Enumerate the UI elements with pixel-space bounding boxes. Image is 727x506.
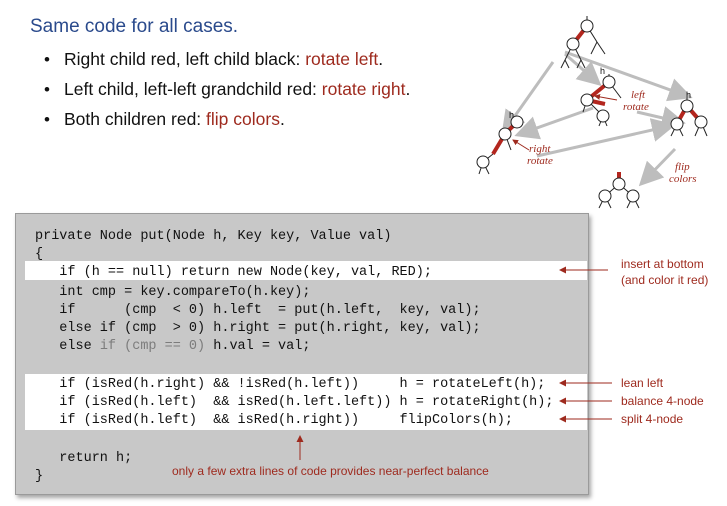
- h-label-left: h: [509, 110, 514, 120]
- bullet-rotate-right: •Left child, left-left grandchild red: r…: [44, 79, 411, 99]
- bullet-flip-colors: •Both children red: flip colors.: [44, 109, 285, 129]
- h-label-right: h: [686, 90, 691, 100]
- tree-left-leaning: [580, 74, 622, 127]
- code-line-1: private Node put(Node h, Key key, Value …: [35, 229, 392, 244]
- right-rotate-label-2: rotate: [527, 155, 553, 167]
- tree-both-red: [670, 98, 708, 137]
- flip-colors-label-2: colors: [669, 173, 697, 185]
- note-lean-left: lean left: [621, 376, 664, 390]
- case-list: •Right child red, left child black: rota…: [42, 46, 410, 136]
- bullet-rotate-left: •Right child red, left child black: rota…: [44, 49, 384, 69]
- code-line-lean-left: if (isRed(h.right) && !isRed(h.left)) h …: [35, 377, 546, 392]
- code-line-close: }: [35, 469, 44, 484]
- code-line-split: if (isRed(h.left) && isRed(h.right)) fli…: [35, 413, 513, 428]
- left-rotate-label-1: left: [631, 89, 646, 101]
- flip-colors-label-1: flip: [675, 161, 690, 173]
- code-line-7: else if (cmp == 0) h.val = val;: [35, 339, 311, 354]
- code-line-5: if (cmp < 0) h.left = put(h.left, key, v…: [35, 303, 481, 318]
- tree-two-red-left: [476, 115, 524, 175]
- h-label-middle: h: [600, 66, 605, 76]
- note-footer: only a few extra lines of code provides …: [172, 464, 489, 478]
- tree-right-leaning: [560, 16, 606, 69]
- highlight-balance: [25, 374, 587, 430]
- code-line-2: {: [35, 247, 44, 262]
- note-color-red: (and color it red): [621, 273, 709, 287]
- note-balance-4-node: balance 4-node: [621, 394, 704, 408]
- code-line-4: int cmp = key.compareTo(h.key);: [35, 285, 311, 300]
- code-line-balance: if (isRed(h.left) && isRed(h.left.left))…: [35, 395, 554, 410]
- note-insert-bottom: insert at bottom: [621, 257, 704, 271]
- code-panel: [15, 213, 589, 495]
- tree-flipped: [598, 172, 640, 209]
- note-split-4-node: split 4-node: [621, 412, 684, 426]
- left-rotate-label-2: rotate: [623, 101, 649, 113]
- highlight-insert: [25, 261, 587, 280]
- slide-title: Same code for all cases.: [30, 16, 239, 37]
- code-line-3: if (h == null) return new Node(key, val,…: [35, 265, 432, 280]
- code-line-return: return h;: [35, 451, 133, 466]
- tree-transformation-diagram: h h h left rotate right rotate flip colo…: [476, 16, 708, 209]
- code-line-6: else if (cmp > 0) h.right = put(h.right,…: [35, 321, 481, 336]
- right-rotate-label-1: right: [529, 143, 551, 155]
